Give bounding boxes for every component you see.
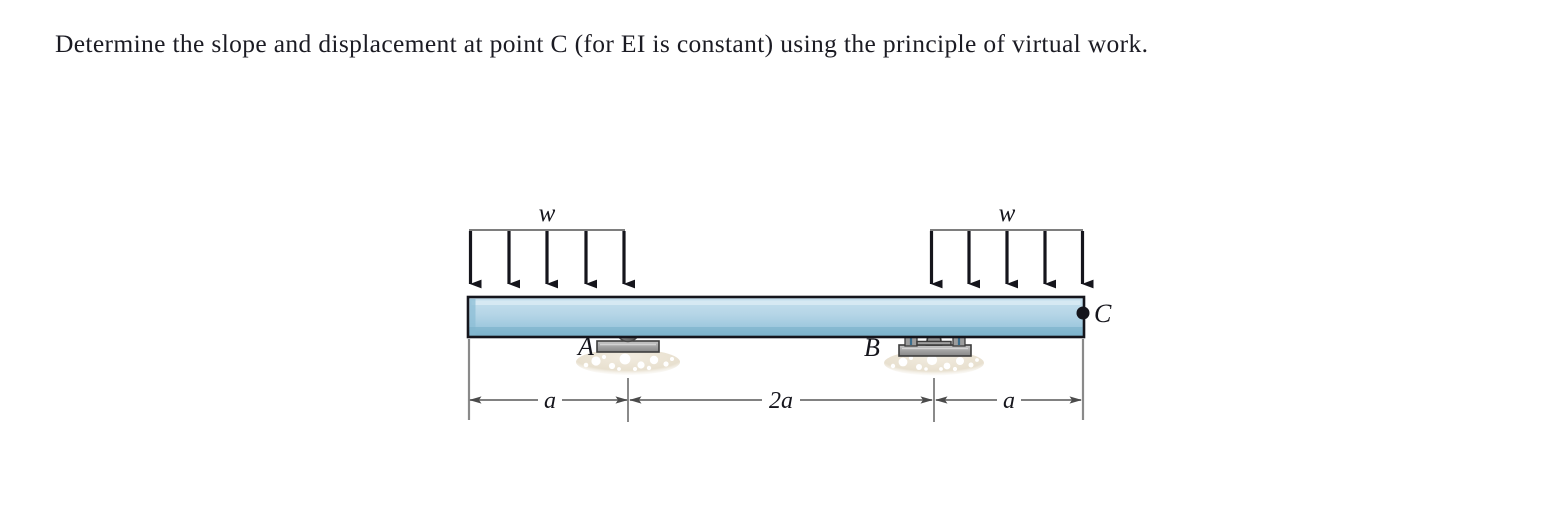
dimension-middle-span: 2a — [629, 388, 933, 414]
dimension-set: a 2a a — [467, 339, 1085, 422]
load-right-label: w — [999, 200, 1016, 227]
bolt-right — [952, 336, 966, 347]
ground-hatch-a — [576, 349, 680, 375]
point-c-marker: C — [1076, 299, 1112, 328]
beam — [466, 295, 1086, 339]
point-c-label: C — [1094, 299, 1112, 328]
dimension-right-span: a — [935, 388, 1082, 414]
distributed-load-left: w — [468, 200, 635, 289]
dimension-left-span: a — [469, 388, 628, 414]
dimension-left-label: a — [544, 388, 556, 414]
dimension-middle-label: 2a — [769, 388, 793, 414]
dimension-right-label: a — [1003, 388, 1015, 414]
load-left-label: w — [539, 200, 556, 227]
problem-statement: Determine the slope and displacement at … — [55, 29, 1149, 58]
support-b-label: B — [864, 333, 880, 362]
distributed-load-right: w — [929, 200, 1094, 289]
bolt-left — [904, 336, 918, 347]
support-a-label: A — [576, 332, 594, 361]
